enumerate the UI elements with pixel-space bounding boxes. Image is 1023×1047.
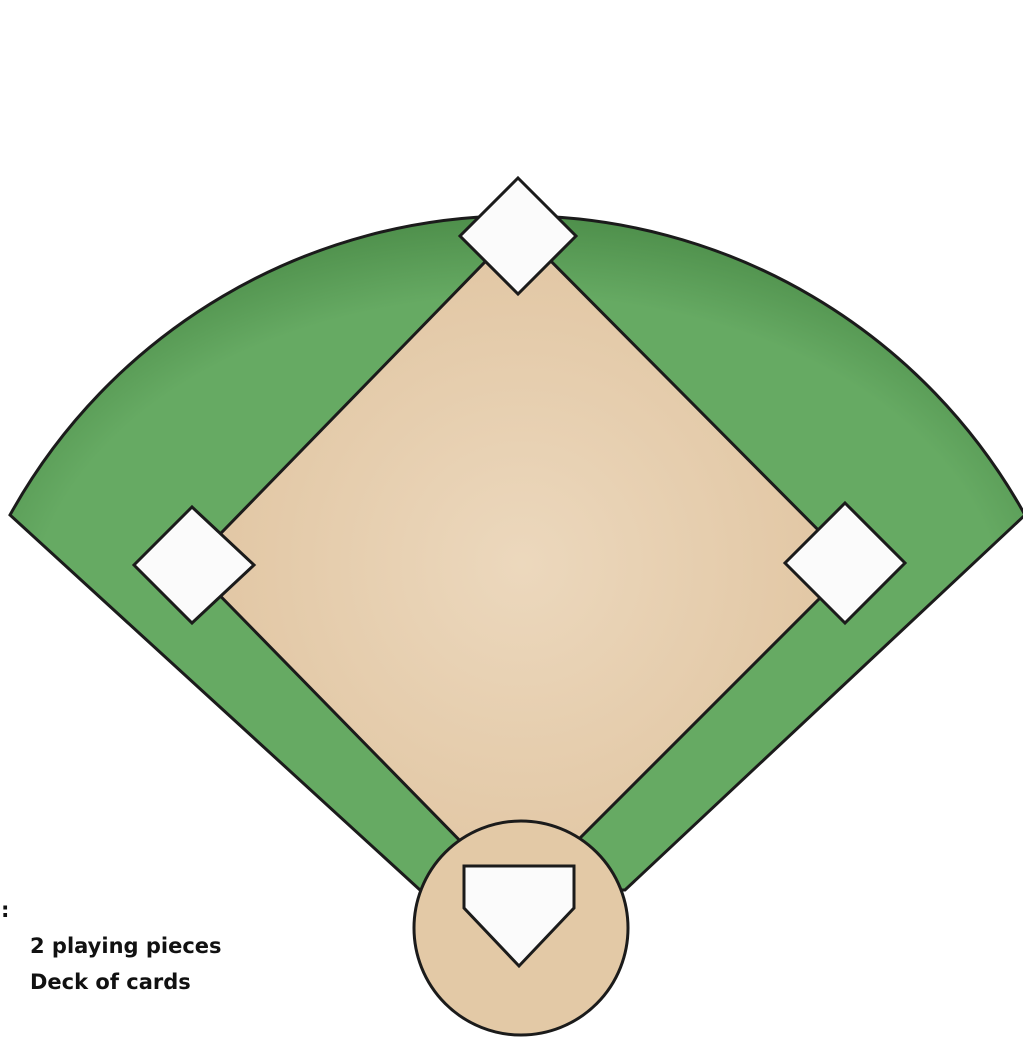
materials-item-deck-of-cards: Deck of cards <box>0 964 222 1000</box>
materials-list: d: 2 playing pieces Deck of cards <box>0 892 222 1000</box>
materials-heading: d: <box>0 892 222 928</box>
materials-item-playing-pieces: 2 playing pieces <box>0 928 222 964</box>
